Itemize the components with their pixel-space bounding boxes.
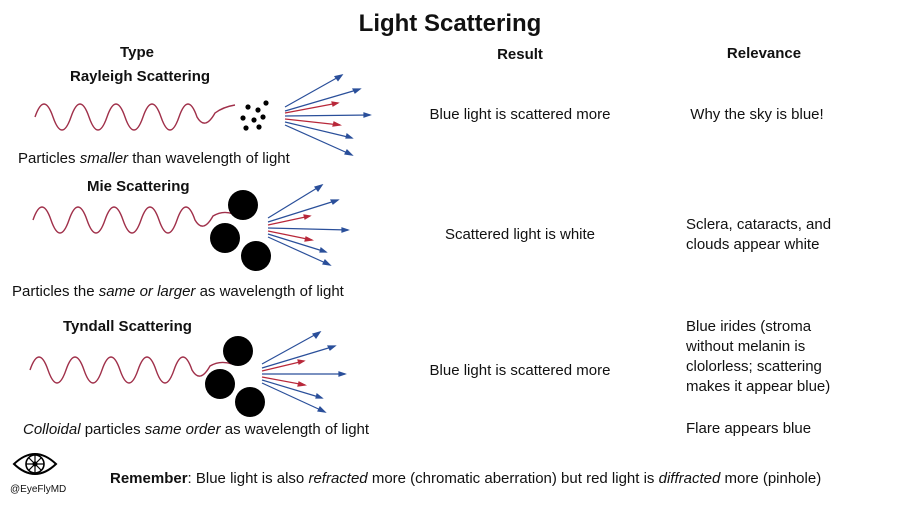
rayleigh-scatter-rays (284, 74, 372, 156)
tyndall-scatter-rays (261, 330, 347, 413)
tyndall-relevance-flare: Flare appears blue (686, 420, 812, 437)
rayleigh-title: Rayleigh Scattering (70, 68, 211, 85)
mie-scatter-rays (267, 183, 350, 266)
tyndall-title: Tyndall Scattering (63, 318, 192, 335)
mie-particles (210, 190, 271, 271)
header-relevance: Relevance (726, 45, 802, 62)
rayleigh-result: Blue light is scattered more (429, 106, 611, 123)
page-title: Light Scattering (358, 10, 542, 37)
rayleigh-relevance: Why the sky is blue! (690, 106, 824, 123)
mie-relevance: Sclera, cataracts, and clouds appear whi… (686, 216, 832, 253)
tyndall-relevance: Blue irides (stroma without melanin is c… (686, 318, 831, 395)
tyndall-wave (29, 356, 233, 384)
tyndall-result: Blue light is scattered more (429, 362, 611, 379)
rayleigh-wave (34, 103, 236, 131)
mie-diagram (32, 183, 350, 271)
tyndall-caption: Colloidal particles same order as wavele… (23, 421, 370, 438)
logo-handle: @EyeFlyMD (10, 484, 67, 495)
remember-note: Remember: Blue light is also refracted m… (110, 470, 822, 487)
rayleigh-particles (240, 100, 269, 131)
header-result: Result (497, 46, 543, 63)
mie-wave (32, 206, 234, 234)
mie-result: Scattered light is white (444, 226, 596, 243)
rayleigh-caption: Particles smaller than wavelength of lig… (18, 150, 290, 167)
eye-logo-icon (12, 453, 58, 475)
mie-caption: Particles the same or larger as waveleng… (12, 283, 344, 300)
tyndall-diagram (29, 330, 347, 417)
header-type: Type (120, 44, 154, 61)
mie-title: Mie Scattering (87, 178, 190, 195)
rayleigh-diagram (34, 74, 372, 156)
tyndall-particles (205, 336, 265, 417)
